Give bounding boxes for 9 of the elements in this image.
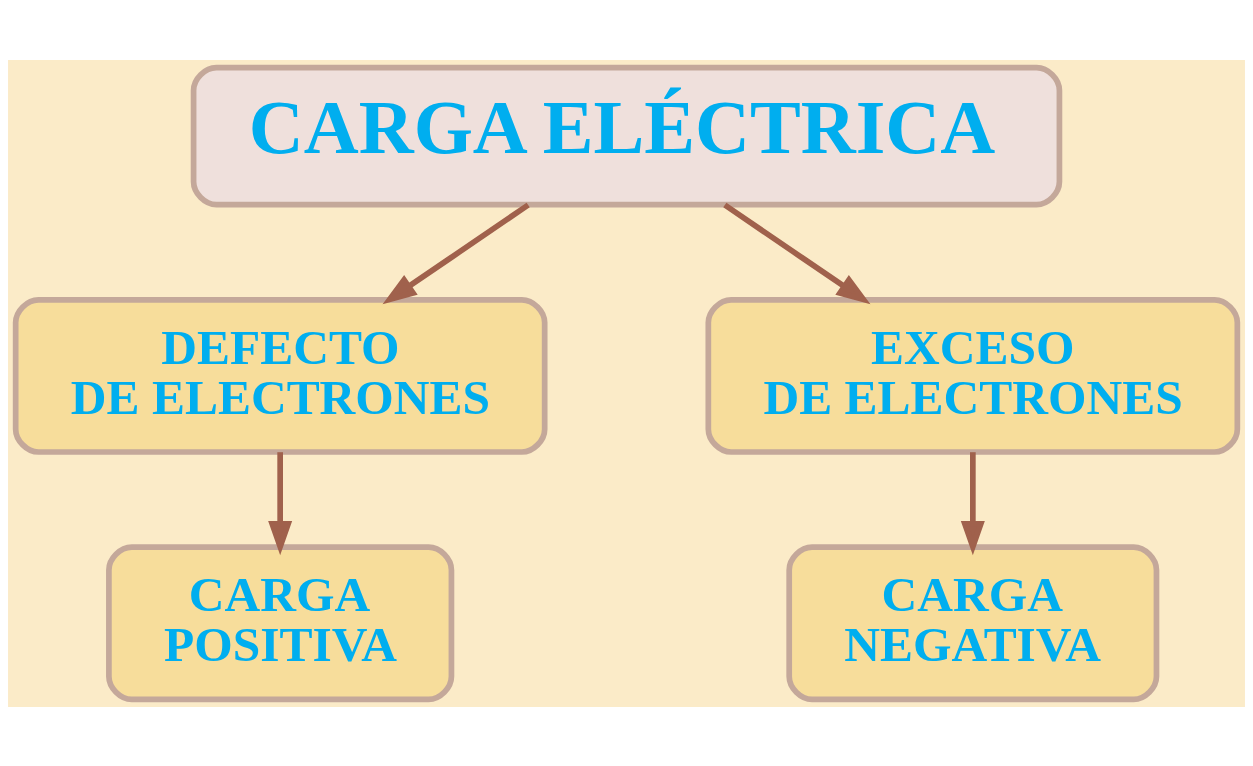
arrow	[960, 451, 985, 555]
node-box: CARGA ELÉCTRICA	[190, 64, 1063, 207]
arrow	[723, 202, 871, 304]
node-box: EXCESO DE ELECTRONES	[705, 296, 1241, 455]
arrow	[382, 202, 530, 304]
node-box: CARGA POSITIVA	[106, 543, 455, 702]
node-box: DEFECTO DE ELECTRONES	[12, 296, 548, 455]
arrow	[268, 451, 293, 555]
node-box: CARGA NEGATIVA	[786, 543, 1160, 702]
